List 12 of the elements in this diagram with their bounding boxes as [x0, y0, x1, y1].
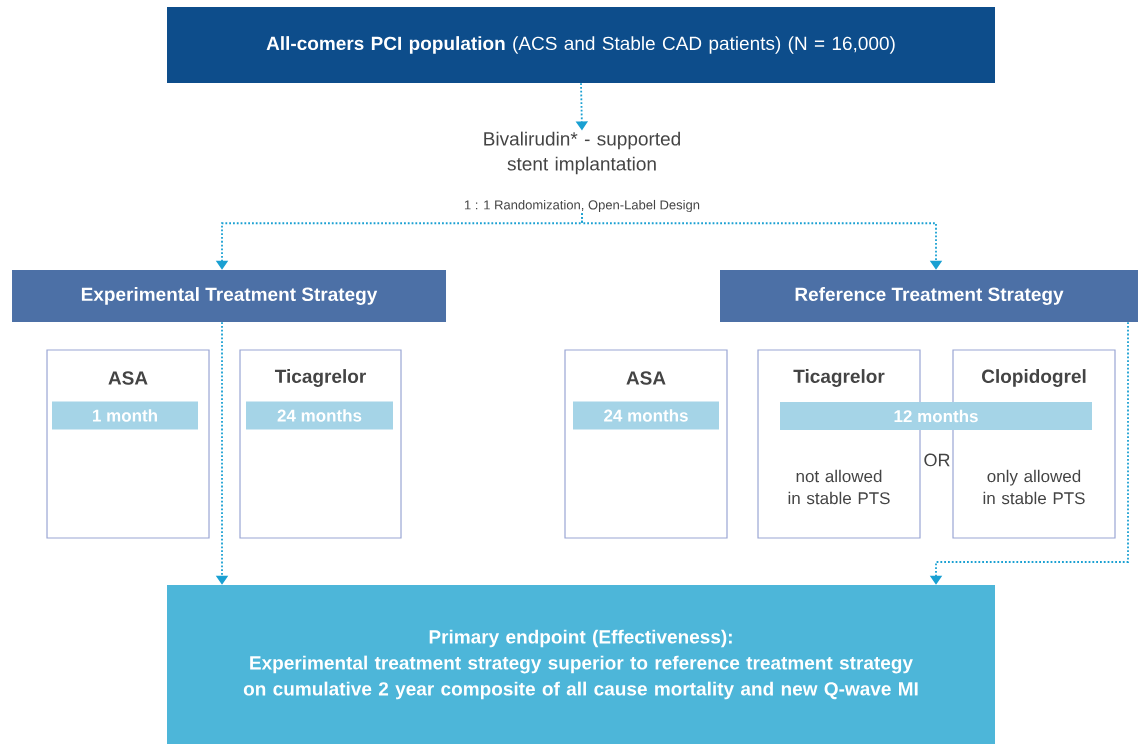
design-note: 1 : 1 Randomization, Open-Label Design: [464, 199, 700, 213]
duration-bar: 1 month: [52, 401, 198, 430]
duration-bar: 12 months: [780, 402, 1092, 430]
procedure-text: Bivalirudin* - supported stent implantation: [484, 131, 680, 175]
strategy-band: Experimental Treatment Strategy: [12, 270, 446, 322]
or-label: OR: [922, 452, 952, 468]
arrow: [581, 212, 943, 270]
endpoint-box: Primary endpoint (Effectiveness): Experimental treatment strategy superior to reference treatment strategy on cumulative 2 year composite of all cause mortality and new Q-wave MI: [167, 585, 995, 744]
duration-bar: 24 months: [246, 401, 393, 430]
population-box: All-comers PCI population (ACS and Stable CAD patients) (N = 16,000): [167, 7, 995, 83]
duration-bar: 24 months: [573, 401, 719, 430]
strategy-band: Reference Treatment Strategy: [720, 270, 1138, 322]
